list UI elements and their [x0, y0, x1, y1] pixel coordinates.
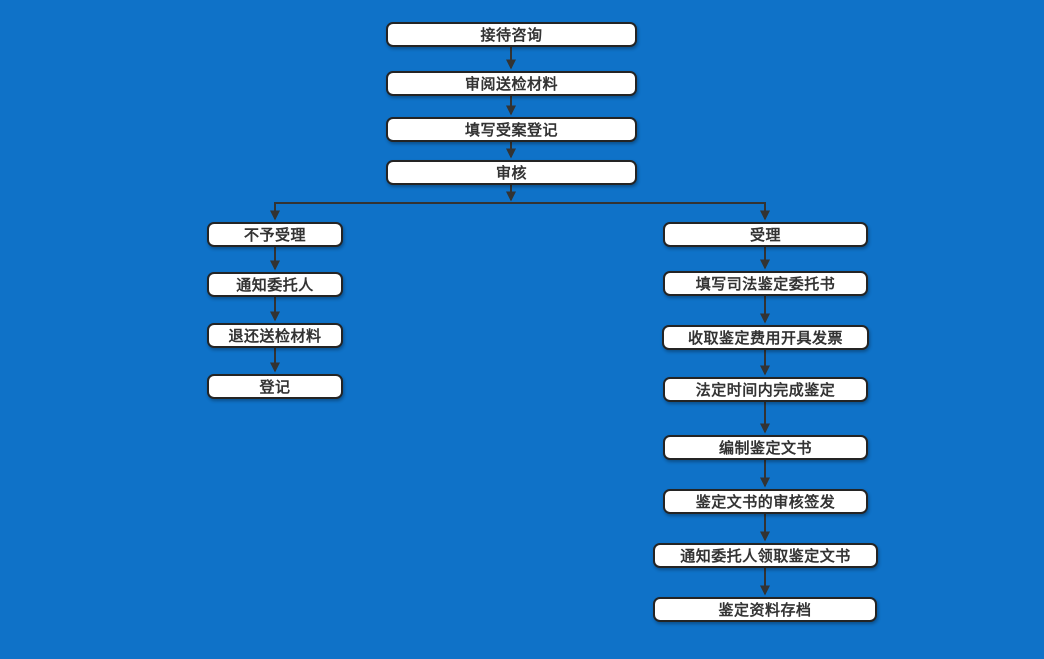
node-complete-within-time: 法定时间内完成鉴定 — [663, 377, 868, 402]
node-prepare-document: 编制鉴定文书 — [663, 435, 868, 460]
node-fill-commission: 填写司法鉴定委托书 — [663, 271, 868, 296]
node-case-registration: 填写受案登记 — [386, 117, 637, 142]
node-review-materials: 审阅送检材料 — [386, 71, 637, 96]
node-reject: 不予受理 — [207, 222, 343, 247]
node-archive: 鉴定资料存档 — [653, 597, 877, 622]
node-notify-client: 通知委托人 — [207, 272, 343, 297]
node-reception-consult: 接待咨询 — [386, 22, 637, 47]
node-accept: 受理 — [663, 222, 868, 247]
node-review-sign-document: 鉴定文书的审核签发 — [663, 489, 868, 514]
node-notify-collect-document: 通知委托人领取鉴定文书 — [653, 543, 878, 568]
node-review: 审核 — [386, 160, 637, 185]
node-collect-fee-invoice: 收取鉴定费用开具发票 — [662, 325, 869, 350]
node-return-materials: 退还送检材料 — [207, 323, 343, 348]
node-register: 登记 — [207, 374, 343, 399]
